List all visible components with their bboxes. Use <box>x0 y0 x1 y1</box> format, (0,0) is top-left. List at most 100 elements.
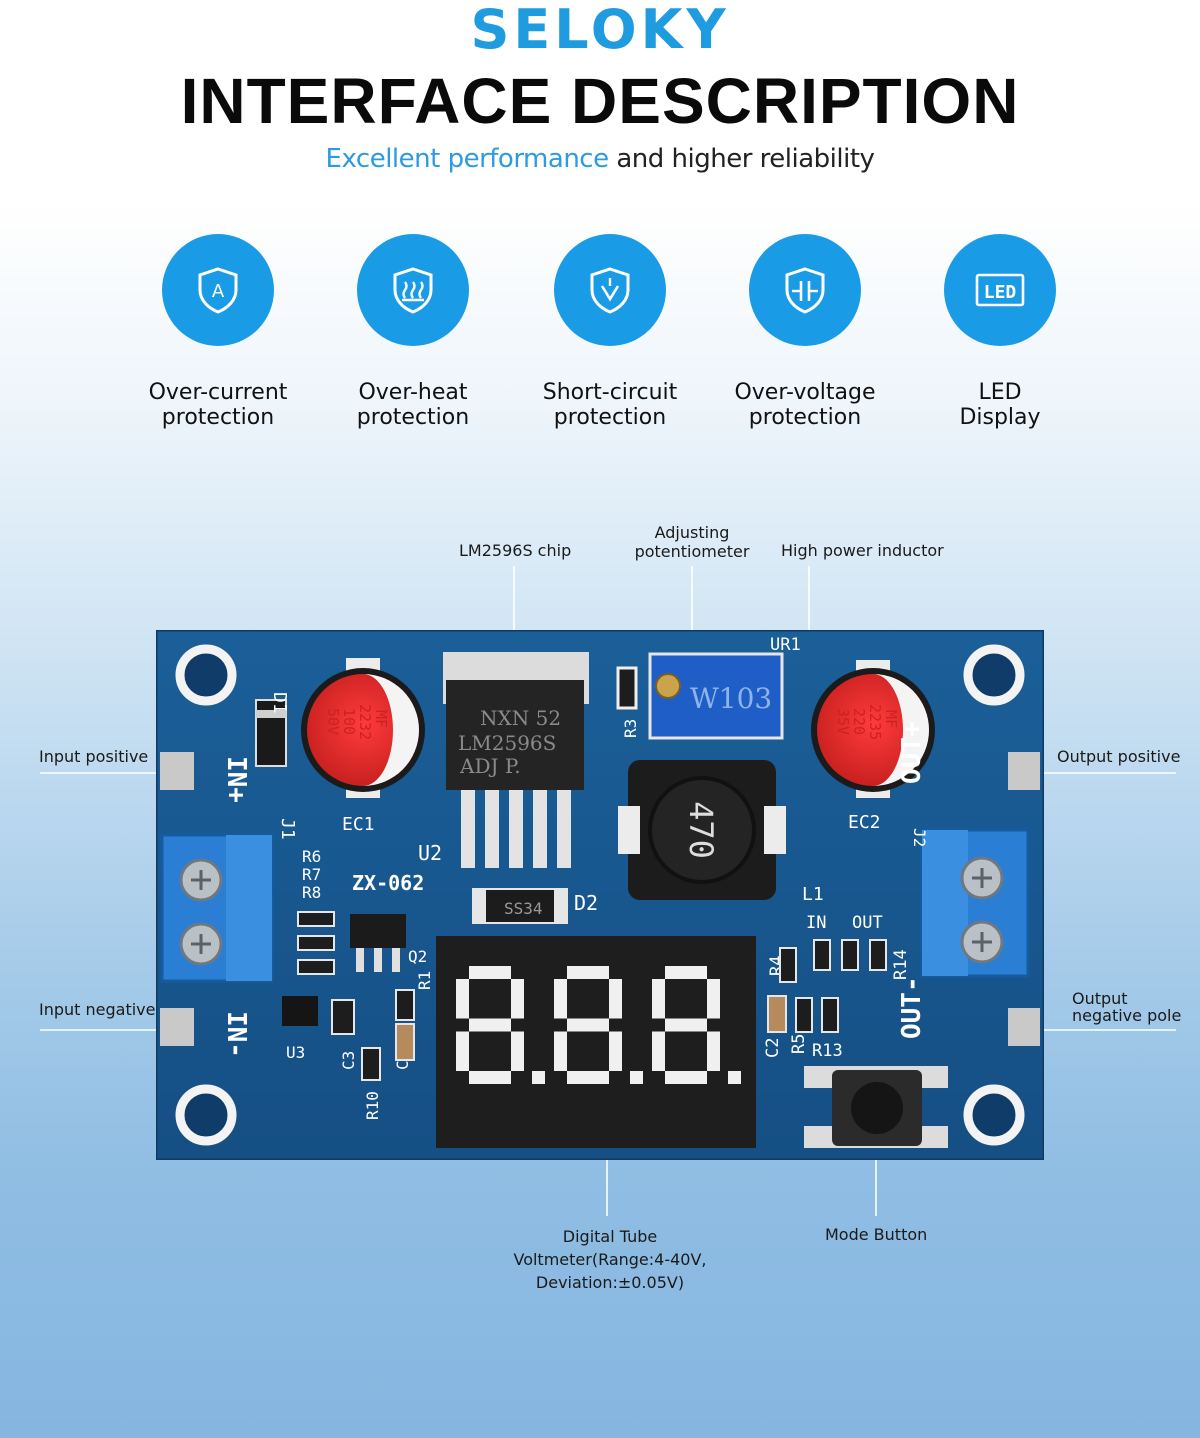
callout-output-negative: Output negative pole <box>1072 989 1182 1025</box>
segment-c <box>609 1031 622 1071</box>
shield-a-icon: A <box>162 234 274 346</box>
inductor-text: 470 <box>682 801 720 859</box>
silk-d1: D1 <box>269 692 290 714</box>
silk-d2: D2 <box>574 891 598 915</box>
cap2-line0: MF <box>882 710 900 728</box>
segment-e <box>554 1031 567 1071</box>
pcb-board-drawing: D1 IN+ IN- J1 MF 2232 100 50V EC1 <box>154 628 1046 1162</box>
subtitle-rest: and higher reliability <box>608 144 875 174</box>
segment-d <box>567 1071 609 1084</box>
shield-heat-icon <box>357 234 469 346</box>
silk-r8: R8 <box>302 883 321 902</box>
cap2-line1: 2235 <box>866 704 884 740</box>
chip-line1: LM2596S <box>458 731 556 755</box>
silk-in-negative: IN- <box>221 1011 251 1058</box>
segment-a <box>567 966 609 979</box>
silk-r3: R3 <box>621 719 640 738</box>
callout-inductor: High power inductor <box>781 541 944 560</box>
segment-d <box>469 1071 511 1084</box>
page-subtitle: Excellent performance and higher reliabi… <box>0 142 1200 176</box>
segment-g <box>567 1018 609 1032</box>
segment-f <box>554 979 567 1019</box>
segment-f <box>456 979 469 1019</box>
callout-chip: LM2596S chip <box>459 541 572 560</box>
feature-label: Over-current protection <box>148 380 288 430</box>
pcb-board: D1 IN+ IN- J1 MF 2232 100 50V EC1 <box>154 628 1046 1162</box>
silk-out: OUT <box>852 913 883 933</box>
silk-out-negative: OUT- <box>897 976 927 1039</box>
led-icon: LED <box>944 234 1056 346</box>
silk-r1: R1 <box>415 971 434 990</box>
segment-d <box>665 1071 707 1084</box>
segment-f <box>652 979 665 1019</box>
silk-j2: J2 <box>910 828 929 847</box>
feature-label: Over-voltage protection <box>734 380 876 430</box>
segment-e <box>652 1031 665 1071</box>
subtitle-accent: Excellent performance <box>325 144 610 174</box>
segment-c <box>511 1031 524 1071</box>
silk-r10: R10 <box>363 1091 382 1120</box>
silk-r5: R5 <box>789 1034 809 1054</box>
silk-l1: L1 <box>802 884 824 905</box>
shield-check-icon <box>554 234 666 346</box>
svg-text:A: A <box>212 281 225 302</box>
callout-input-positive: Input positive <box>39 747 149 766</box>
silk-ec2: EC2 <box>848 812 881 833</box>
segment-g <box>665 1018 707 1032</box>
segment-e <box>456 1031 469 1071</box>
silk-r6: R6 <box>302 847 321 866</box>
cap1-line0: MF <box>372 710 390 728</box>
segment-b <box>707 979 720 1019</box>
feature-led-display: LED LED Display <box>900 234 1100 430</box>
silk-c3: C3 <box>339 1051 358 1070</box>
cap2-line2: 220 <box>850 708 868 735</box>
feature-over-current: A Over-current protection <box>118 234 318 430</box>
callout-output-positive: Output positive <box>1057 747 1181 766</box>
pot-text: W103 <box>690 682 772 715</box>
segment-g <box>469 1018 511 1032</box>
callout-voltmeter: Digital Tube Voltmeter(Range:4-40V, Devi… <box>513 1227 707 1292</box>
silk-j1: J1 <box>277 818 298 840</box>
silk-in: IN <box>806 913 826 933</box>
callout-input-negative: Input negative <box>39 1000 156 1019</box>
decimal-point <box>532 1071 545 1084</box>
silk-r14: R14 <box>891 949 911 980</box>
segment-c <box>707 1031 720 1071</box>
cap1-line2: 100 <box>340 708 358 735</box>
brand-logo: SELOKY <box>470 0 730 61</box>
decimal-point <box>728 1071 741 1084</box>
silk-out-positive: OUT+ <box>897 721 927 784</box>
silk-in-positive: IN+ <box>221 756 251 803</box>
silk-model: ZX-062 <box>352 871 424 895</box>
silk-r7: R7 <box>302 865 321 884</box>
segment-a <box>665 966 707 979</box>
chip-line0: NXN 52 <box>480 706 561 730</box>
silk-c2: C2 <box>763 1038 783 1058</box>
callout-mode-button: Mode Button <box>825 1225 928 1244</box>
segment-a <box>469 966 511 979</box>
feature-short-circuit: Short-circuit protection <box>510 234 710 430</box>
feature-label: Over-heat protection <box>356 380 470 430</box>
decimal-point <box>630 1071 643 1084</box>
segment-b <box>511 979 524 1019</box>
cap2-line3: 35V <box>834 708 852 735</box>
silk-ur1: UR1 <box>770 635 801 655</box>
callout-potentiometer: Adjusting potentiometer <box>634 523 750 561</box>
feature-over-heat: Over-heat protection <box>313 234 513 430</box>
silk-q2: Q2 <box>408 947 427 966</box>
cap1-line1: 2232 <box>356 704 374 740</box>
silk-ec1: EC1 <box>342 814 375 835</box>
chip-line2: ADJ P. <box>459 754 521 778</box>
feature-over-voltage: Over-voltage protection <box>705 234 905 430</box>
silk-u3: U3 <box>286 1043 305 1062</box>
seven-segment-digits <box>456 966 741 1084</box>
silk-r13: R13 <box>812 1041 843 1061</box>
silk-u2: U2 <box>418 841 442 865</box>
feature-label: Short-circuit protection <box>542 380 678 430</box>
shield-voltage-icon <box>749 234 861 346</box>
led-icon-text: LED <box>984 282 1017 303</box>
feature-label: LED Display <box>959 380 1041 430</box>
segment-b <box>609 979 622 1019</box>
cap1-line3: 50V <box>324 708 342 735</box>
